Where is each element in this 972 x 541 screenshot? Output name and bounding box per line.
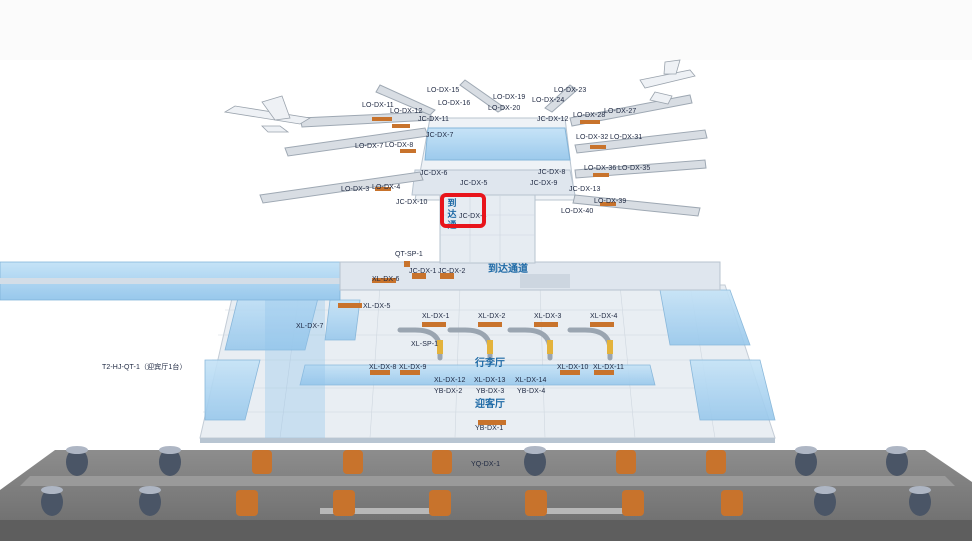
- gate-label: LO-DX-8: [385, 142, 414, 149]
- gate-label: LO-DX-32: [576, 134, 609, 141]
- gate-label: JC-DX-11: [418, 116, 450, 123]
- greeting-hall-title: 迎客厅: [475, 399, 505, 410]
- gate-label: XL-DX-6: [372, 276, 400, 283]
- gate-label: LO-DX-40: [561, 208, 594, 215]
- gate-label: JC-DX-10: [396, 199, 428, 206]
- gate-label: LO-DX-3: [341, 186, 370, 193]
- arrival-corridor-title: 到达通道: [488, 264, 528, 275]
- gate-label: LO-DX-27: [604, 108, 637, 115]
- road-pillars: [41, 446, 931, 516]
- gate-label: LO-DX-28: [573, 112, 606, 119]
- gate-label: JC-DX-12: [537, 116, 569, 123]
- gate-label: YB-DX-2: [434, 388, 463, 395]
- gate-label: LO-DX-7: [355, 143, 384, 150]
- gate-label: QT-SP-1: [395, 251, 423, 258]
- gate-label: T2-HJ-QT-1（迎宾厅1台）: [102, 364, 187, 371]
- gate-label: XL-DX-13: [474, 377, 506, 384]
- gate-label: JC-DX-5: [460, 180, 488, 187]
- gate-label: LO-DX-35: [618, 165, 651, 172]
- gate-label: LO-DX-39: [594, 198, 627, 205]
- gate-label: XL-DX-8: [369, 364, 397, 371]
- gate-label: LO-DX-20: [488, 105, 521, 112]
- gate-label: XL-DX-11: [593, 364, 625, 371]
- gate-label: YB-DX-3: [476, 388, 505, 395]
- gate-label: JC-DX-1: [409, 268, 437, 275]
- gate-label: XL-SP-1: [411, 341, 439, 348]
- background-band: [0, 0, 972, 60]
- gate-label: XL-DX-10: [557, 364, 589, 371]
- gate-label: JC-DX-6: [420, 170, 448, 177]
- terminal-building: [0, 261, 776, 443]
- gate-label: LO-DX-31: [610, 134, 643, 141]
- gate-label: XL-DX-5: [363, 303, 391, 310]
- gate-label: JC-DX-9: [530, 180, 558, 187]
- gate-label: XL-DX-3: [534, 313, 562, 320]
- pier-building: [411, 117, 576, 264]
- gate-label: XL-DX-7: [296, 323, 324, 330]
- gate-label: YB-DX-1: [475, 425, 504, 432]
- gate-label: JC-DX-2: [438, 268, 466, 275]
- gate-label-jc-dx-4[interactable]: JC-DX-4: [459, 213, 487, 220]
- gate-label: XL-DX-2: [478, 313, 506, 320]
- gate-label: LO-DX-11: [362, 102, 394, 109]
- selected-gate-highlight: [440, 193, 486, 228]
- road: [0, 450, 972, 541]
- baggage-hall-title: 行李厅: [475, 358, 505, 369]
- gate-label: LO-DX-16: [438, 100, 471, 107]
- gate-label: LO-DX-36: [584, 165, 617, 172]
- gate-label: JC-DX-13: [569, 186, 601, 193]
- gate-label: JC-DX-7: [426, 132, 454, 139]
- gate-label: XL-DX-4: [590, 313, 618, 320]
- gate-label: LO-DX-24: [532, 97, 565, 104]
- gate-label: JC-DX-8: [538, 169, 566, 176]
- gate-label: XL-DX-12: [434, 377, 466, 384]
- gate-label: XL-DX-9: [399, 364, 427, 371]
- gate-label: LO-DX-12: [390, 108, 423, 115]
- aircraft: [223, 59, 696, 133]
- gate-label: YQ-DX-1: [471, 461, 501, 468]
- gate-label: LO-DX-19: [493, 94, 526, 101]
- gate-label: XL-DX-1: [422, 313, 450, 320]
- gate-label: LO-DX-4: [372, 184, 401, 191]
- gate-label: LO-DX-23: [554, 87, 587, 94]
- gate-label: XL-DX-14: [515, 377, 547, 384]
- gate-label: LO-DX-15: [427, 87, 460, 94]
- gate-markers: [338, 117, 616, 425]
- gate-label: YB-DX-4: [517, 388, 546, 395]
